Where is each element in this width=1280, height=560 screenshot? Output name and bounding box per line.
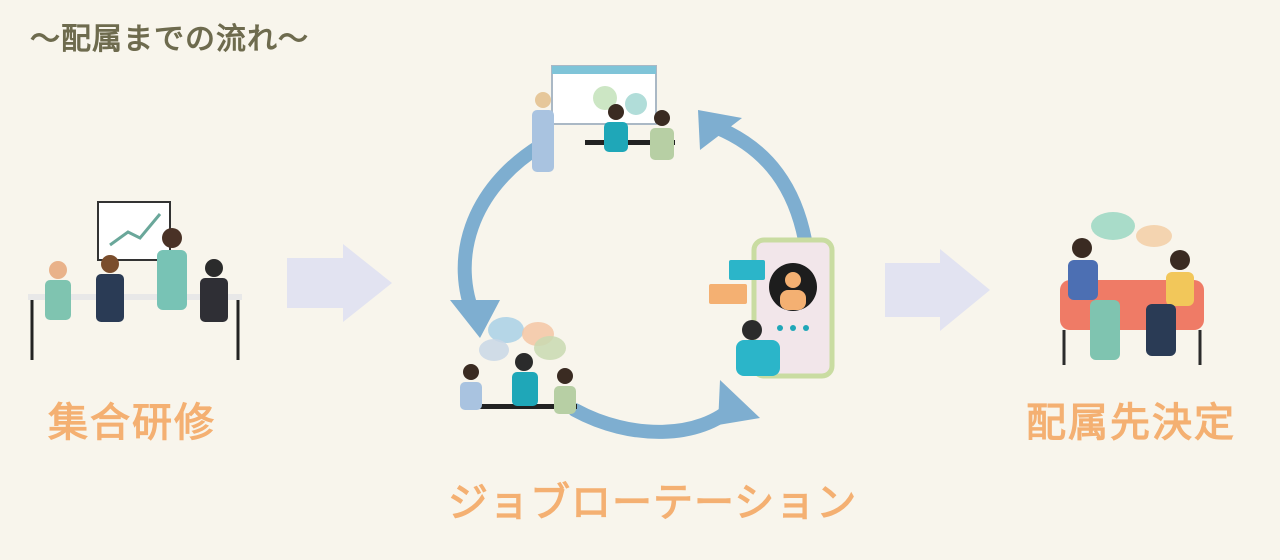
phone-call-illustration <box>709 237 835 379</box>
training-illustration <box>28 201 242 360</box>
step-assignment-label: 配属先決定 <box>1026 400 1236 446</box>
cycle-arrow-left <box>457 139 547 325</box>
discussion-illustration <box>460 317 577 414</box>
step-training-label: 集合研修 <box>48 400 216 446</box>
cycle-arrowhead-left <box>450 300 500 338</box>
page-title: 〜配属までの流れ〜 <box>30 22 309 57</box>
block-arrow-right <box>885 249 990 331</box>
cycle-arrowhead-right <box>698 110 742 150</box>
step-job-rotation-label: ジョブローテーション <box>448 480 858 526</box>
cycle-arrow-right <box>711 121 812 247</box>
cycle-arrow-bottom <box>568 398 742 439</box>
meeting-illustration <box>532 65 675 172</box>
block-arrow-left <box>287 244 392 322</box>
cycle-arrowhead-bottom <box>718 380 760 425</box>
interview-illustration <box>1060 212 1204 365</box>
